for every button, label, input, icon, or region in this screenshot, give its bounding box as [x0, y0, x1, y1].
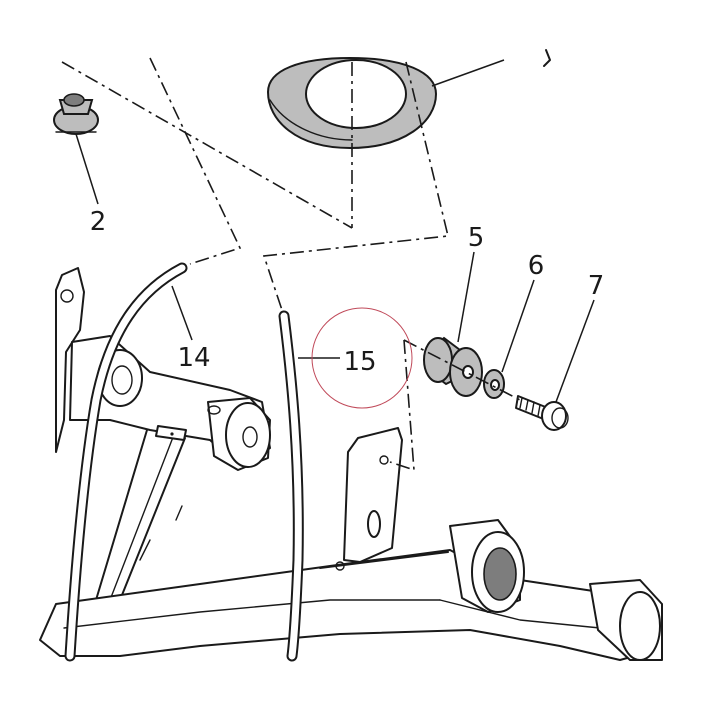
cup-boss-bore: [483, 547, 517, 601]
leader-6: [501, 279, 535, 373]
bracket-slot: [367, 510, 381, 538]
right-tube-face: [619, 591, 661, 661]
boss-bore: [242, 426, 258, 448]
callout-14: 14: [177, 343, 210, 373]
callout-2: 2: [90, 207, 107, 237]
boss-hole: [207, 405, 221, 415]
assembly-lines: [61, 57, 521, 472]
leader-2: [75, 133, 99, 205]
callout-5: 5: [468, 223, 485, 253]
bracket-hole: [379, 455, 389, 465]
grommet-ring-lip: [269, 99, 353, 141]
mounting-bracket: [343, 427, 403, 563]
callout-7: 7: [588, 271, 605, 301]
left-bracket-nut: [60, 289, 74, 303]
bottom-tube-edge: [63, 599, 441, 629]
assembly-line-bracket: [389, 339, 415, 472]
callout-6: 6: [528, 251, 545, 281]
left-bracket-plate: [55, 267, 85, 453]
bottom-tube-edge-right: [439, 599, 621, 631]
bolt-thread: [519, 397, 541, 417]
part-7-bolt: [515, 395, 569, 431]
left-tube-bore: [111, 365, 133, 395]
cross-bar: [319, 551, 449, 569]
bolt-head-face: [551, 407, 569, 429]
assembly-line-hose-15: [262, 61, 449, 311]
leader-grommet: [431, 59, 505, 87]
part-5-rubber-mount: [423, 336, 483, 397]
hose-14: [64, 262, 188, 662]
callouts: 2 5 6 7 14 15: [90, 207, 605, 377]
offscreen-part-edge: [543, 49, 551, 67]
frame: [39, 267, 663, 661]
leader-7: [555, 299, 595, 403]
assembly-line-bolt: [403, 339, 521, 401]
mount-disc-a: [423, 337, 453, 383]
leader-14: [171, 285, 193, 341]
assembly-line-diagonal: [61, 61, 353, 229]
bushing-top: [63, 93, 85, 107]
bolt-head: [541, 401, 567, 431]
part-6-washer: [483, 369, 505, 399]
tag-dot: [170, 432, 174, 436]
assembly-line-hose-14: [149, 57, 242, 265]
diagonal-tube-marks: [139, 505, 183, 561]
part-2-bushing: [53, 93, 99, 135]
washer-hole: [490, 379, 500, 391]
callout-15: 15: [343, 347, 376, 377]
grommet-ring-hole: [305, 59, 407, 129]
hose-15: [278, 310, 304, 662]
mount-hole: [462, 365, 474, 379]
boss-face: [225, 402, 271, 468]
leader-5: [457, 251, 475, 343]
leader-lines: [75, 59, 595, 403]
diagonal-tube-edge: [109, 431, 176, 601]
callout-15-highlight: [311, 307, 413, 409]
